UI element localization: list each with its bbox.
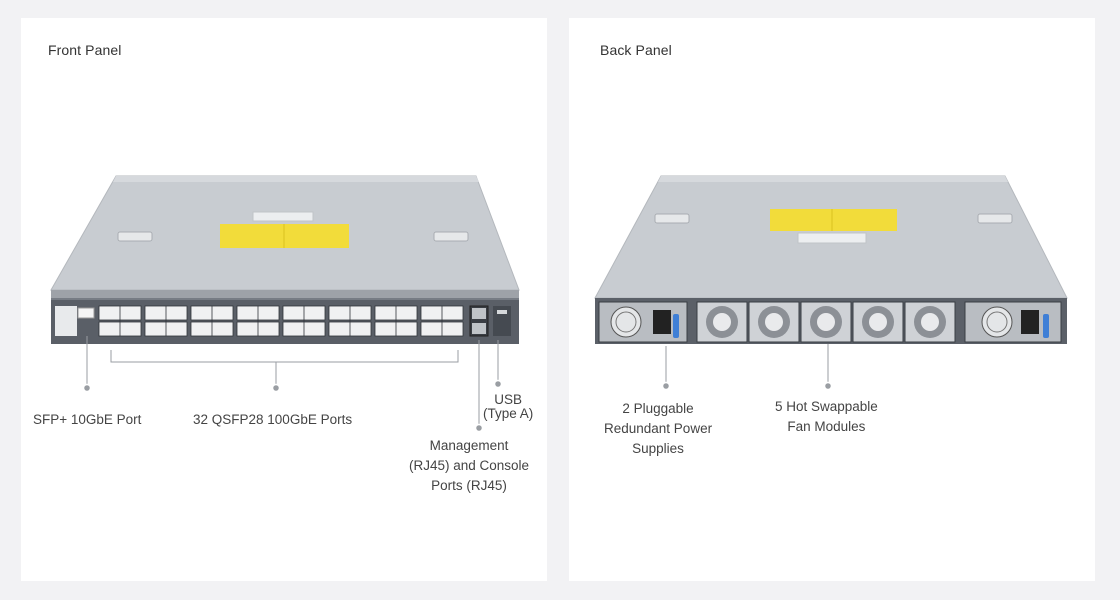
back-panel-title: Back Panel — [600, 42, 672, 58]
front-mount-tab-right — [433, 231, 469, 242]
back-psu-left — [598, 301, 688, 343]
front-faceplate — [51, 298, 519, 344]
callout-usb: USB (Type A) — [483, 392, 534, 421]
back-warning-label — [770, 209, 897, 231]
back-psu-right — [964, 301, 1062, 343]
back-leader-dots — [661, 381, 833, 391]
callout-qsfp-ports: 32 QSFP28 100GbE Ports — [193, 412, 353, 427]
callout-management: Management (RJ45) and Console Ports (RJ4… — [409, 438, 530, 493]
back-switch-diagram — [594, 175, 1068, 391]
back-mount-tab-left — [654, 213, 690, 224]
back-leader-lines — [665, 344, 829, 386]
front-leader-dots — [82, 379, 503, 433]
callout-power-supplies: 2 Pluggable Redundant Power Supplies — [604, 401, 713, 456]
front-panel: Front Panel — [21, 18, 547, 581]
callout-fan-modules: 5 Hot Swappable Fan Modules — [775, 399, 878, 434]
front-panel-title: Front Panel — [48, 42, 122, 58]
front-mount-tab-left — [117, 231, 153, 242]
front-switch-diagram — [50, 175, 520, 433]
back-panel: Back Panel — [569, 18, 1095, 581]
front-vent-strip — [51, 290, 519, 298]
callout-sfp-port: SFP+ 10GbE Port — [33, 412, 142, 427]
front-leader-lines — [86, 336, 499, 428]
back-fan-modules — [696, 301, 956, 343]
back-mount-tab-right — [977, 213, 1013, 224]
